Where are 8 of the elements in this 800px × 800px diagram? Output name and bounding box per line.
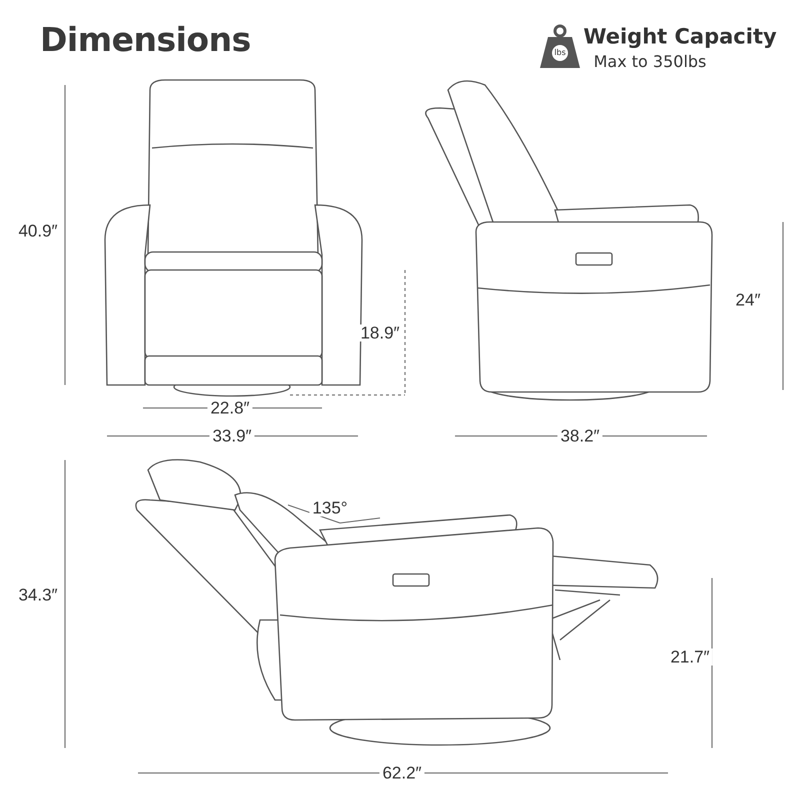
dimension-label: 22.8″ — [207, 400, 253, 416]
heading: Weight Capacity — [583, 26, 777, 48]
dimension-label: 33.9″ — [209, 428, 255, 444]
note: Max to 350lbs — [594, 54, 706, 70]
dimension-label: 62.2″ — [379, 764, 425, 782]
icon-text: lbs — [554, 49, 566, 57]
dimension-label: 38.2″ — [557, 428, 603, 444]
title: Dimensions — [40, 20, 251, 59]
